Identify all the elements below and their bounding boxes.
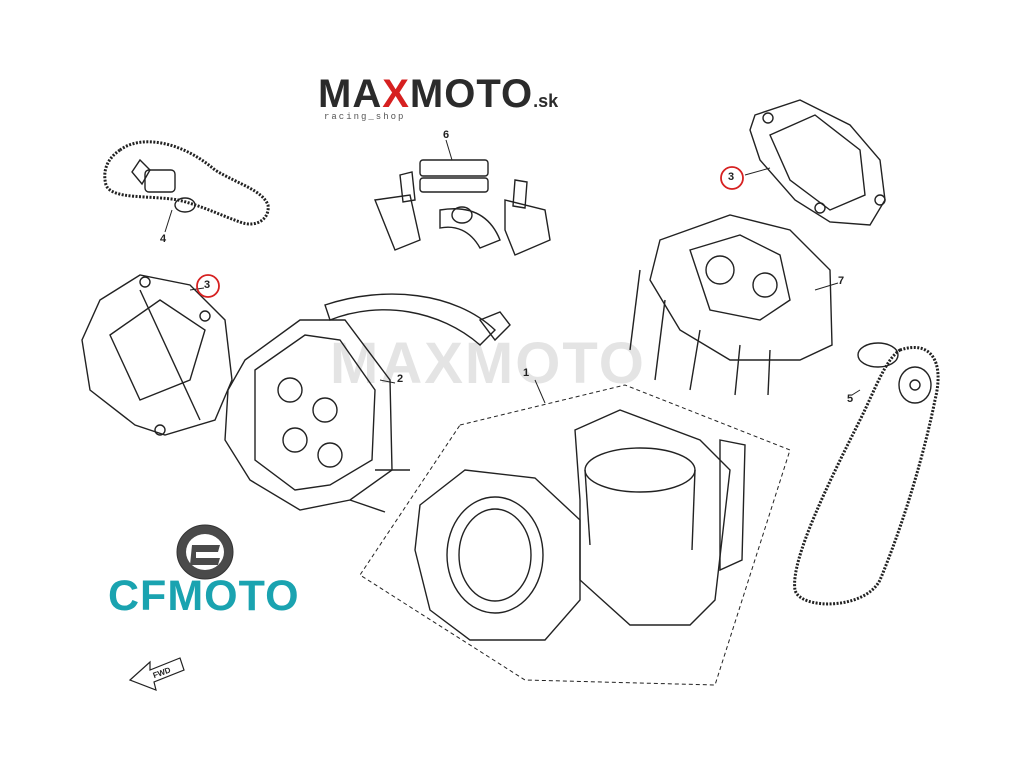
maxmoto-logo-x: X xyxy=(382,72,410,116)
callout-3-right: 3 xyxy=(728,171,735,183)
part-4-camshaft-chain xyxy=(103,140,270,233)
part-7-cylinder-head-right xyxy=(629,214,839,396)
maxmoto-tagline: racing_shop xyxy=(324,112,406,122)
callout-3-left: 3 xyxy=(204,279,211,291)
part-6-intake-assembly xyxy=(374,139,551,256)
maxmoto-logo-part-b: MOTO xyxy=(409,72,534,116)
part-5-camshaft-chain xyxy=(793,342,940,606)
highlight-circle-3-right xyxy=(720,166,744,190)
highlight-circle-3-left xyxy=(196,274,220,298)
callout-1: 1 xyxy=(523,367,530,379)
callout-7: 7 xyxy=(838,275,845,287)
fwd-arrow-shape xyxy=(128,657,185,691)
part-3-valve-cover-left xyxy=(81,274,233,436)
callout-4: 4 xyxy=(160,233,167,245)
part-1-cylinder-block xyxy=(359,379,791,686)
part-3-valve-cover-right xyxy=(744,99,886,226)
callout-5: 5 xyxy=(847,393,854,405)
maxmoto-logo-text: MAXMOTO xyxy=(318,72,533,116)
callout-2: 2 xyxy=(397,373,404,385)
maxmoto-logo: MAXMOTO.sk racing_shop xyxy=(318,74,628,124)
cfmoto-emblem-icon xyxy=(176,524,234,580)
maxmoto-logo-tld: .sk xyxy=(533,91,559,111)
part-2-cylinder-head xyxy=(224,293,511,513)
watermark-text: MAXMOTO xyxy=(330,331,646,396)
maxmoto-logo-part-a: MA xyxy=(318,72,383,116)
cfmoto-logo-text: CFMOTO xyxy=(108,572,300,620)
callout-6: 6 xyxy=(443,129,450,141)
